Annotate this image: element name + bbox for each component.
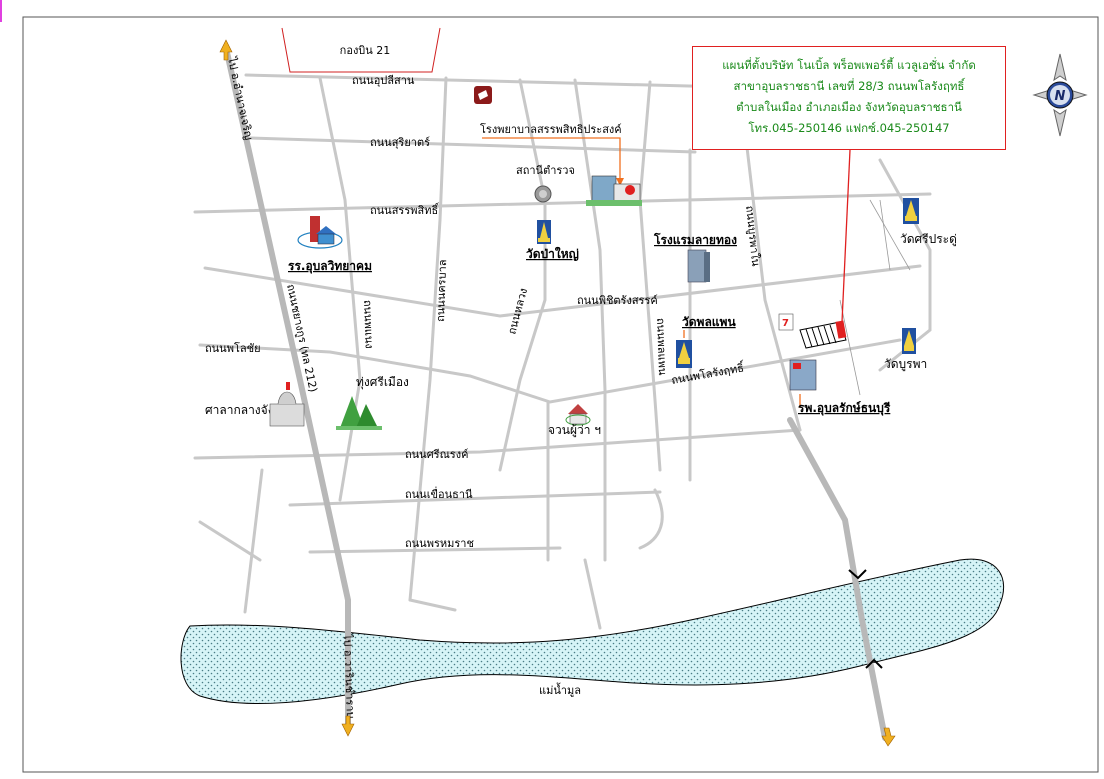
- info-line-branch: สาขาอุบลราชธานี เลขที่ 28/3 ถนนพโลรังฤทธ…: [733, 79, 965, 93]
- pointer-hospital: [482, 137, 621, 180]
- road-label-buraphanai: ถนนบูรพาใน: [743, 205, 762, 267]
- provincial-hall-icon: [269, 382, 305, 427]
- road-label-sinarong: ถนนศรีณรงค์: [405, 448, 468, 461]
- wat-phon-phaen-icon: [676, 340, 692, 368]
- svg-text:7: 7: [782, 318, 789, 329]
- label-wat-phon-phaen: วัดพลแพน: [682, 315, 736, 329]
- arrow-north-icon: [219, 39, 233, 61]
- info-line-company: แผนที่ตั้งบริษัท โนเบิ้ล พร็อพเพอร์ตี้ แ…: [722, 58, 976, 72]
- airbase-outline: [281, 27, 441, 73]
- road-label-upalisan: ถนนอุปลีสาน: [352, 74, 415, 87]
- road-label-khueanthani: ถนนเขื่อนธานี: [405, 486, 473, 501]
- road-label-sapphasit: ถนนสรรพสิทธิ์: [370, 202, 440, 217]
- river-mun: [180, 558, 1005, 705]
- label-wat-si-pradu: วัดศรีประดู่: [900, 232, 957, 247]
- governor-residence-icon: [565, 404, 591, 426]
- pointer-hospital-head: [616, 178, 624, 186]
- pointer-target: [841, 149, 851, 323]
- hospital-logo-icon: [474, 86, 492, 104]
- road-label-to-warin: ไป อ.วารินชำราบ: [341, 633, 357, 719]
- bridge-south-icon: [865, 658, 883, 669]
- lane-lines: [839, 199, 911, 396]
- target-building-icon: [799, 320, 847, 349]
- label-school: รร.อุบลวิทยาคม: [288, 259, 372, 274]
- label-police-station: สถานีตำรวจ: [516, 164, 575, 177]
- label-wat-burapha: วัดบูรพา: [884, 357, 927, 372]
- wat-pa-yai-icon: [537, 220, 551, 244]
- hotel-building-icon: [687, 249, 710, 283]
- map-border: [22, 16, 1099, 773]
- compass-letter: N: [1055, 89, 1066, 104]
- hospital-ubonrak-icon: [789, 359, 817, 408]
- airbase-label: กองบิน 21: [340, 44, 391, 57]
- arrow-southeast-icon: [881, 727, 896, 747]
- label-wat-pa-yai: วัดป่าใหญ่: [526, 246, 579, 261]
- corner-marker: [0, 0, 2, 22]
- arrow-south-icon: [341, 715, 355, 737]
- school-icon: [297, 216, 343, 249]
- tree-icon: [336, 396, 382, 430]
- road-label-nakhonban: ถนนนครบาล: [434, 259, 449, 322]
- road-label-suriyat: ถนนสุริยาตร์: [370, 136, 430, 149]
- info-line-location: ตำบลในเมือง อำเภอเมือง จังหวัดอุบลราชธาน…: [736, 100, 962, 114]
- wat-si-pradu-icon: [903, 198, 919, 224]
- road-label-phanaeng: ถนนพแนง: [361, 300, 376, 349]
- compass-icon: N: [1032, 53, 1088, 137]
- road-label-phichitrangsan: ถนนพิชิตรังสรรค์: [577, 294, 658, 307]
- hospital-building-icon: [586, 175, 642, 206]
- label-governor-residence: จวนผู้ว่า ฯ: [548, 423, 601, 438]
- company-info-box: แผนที่ตั้งบริษัท โนเบิ้ล พร็อพเพอร์ตี้ แ…: [692, 46, 1006, 150]
- road-label-luang: ถนนหลวง: [505, 287, 530, 336]
- police-badge-icon: [534, 185, 552, 203]
- road-label-to-amnat: ไป อ.อำนาจเจริญ: [225, 55, 255, 141]
- road-label-phromarat: ถนนพรหมราช: [405, 537, 474, 550]
- label-hotel: โรงแรมลายทอง: [653, 232, 737, 247]
- seven-eleven-icon: 7: [778, 313, 794, 331]
- label-hospital-ubonrak: รพ.อุบลรักษ์ธนบุรี: [798, 401, 891, 416]
- highway: [223, 45, 888, 741]
- road-label-phonphaen: ถนนพลแพน: [654, 318, 669, 376]
- road-label-phlochai: ถนนพโลชัย: [205, 341, 261, 355]
- info-line-contact: โทร.045-250146 แฟกซ์.045-250147: [748, 121, 950, 135]
- bridge-north-icon: [848, 569, 867, 580]
- wat-burapha-icon: [902, 328, 916, 354]
- label-thung-si-mueang: ทุ่งศรีเมือง: [356, 375, 409, 390]
- label-hospital-sapphasit: โรงพยาบาลสรรพสิทธิประสงค์: [480, 122, 622, 136]
- river-label: แม่น้ำมูล: [539, 682, 581, 697]
- road-network: [193, 73, 932, 630]
